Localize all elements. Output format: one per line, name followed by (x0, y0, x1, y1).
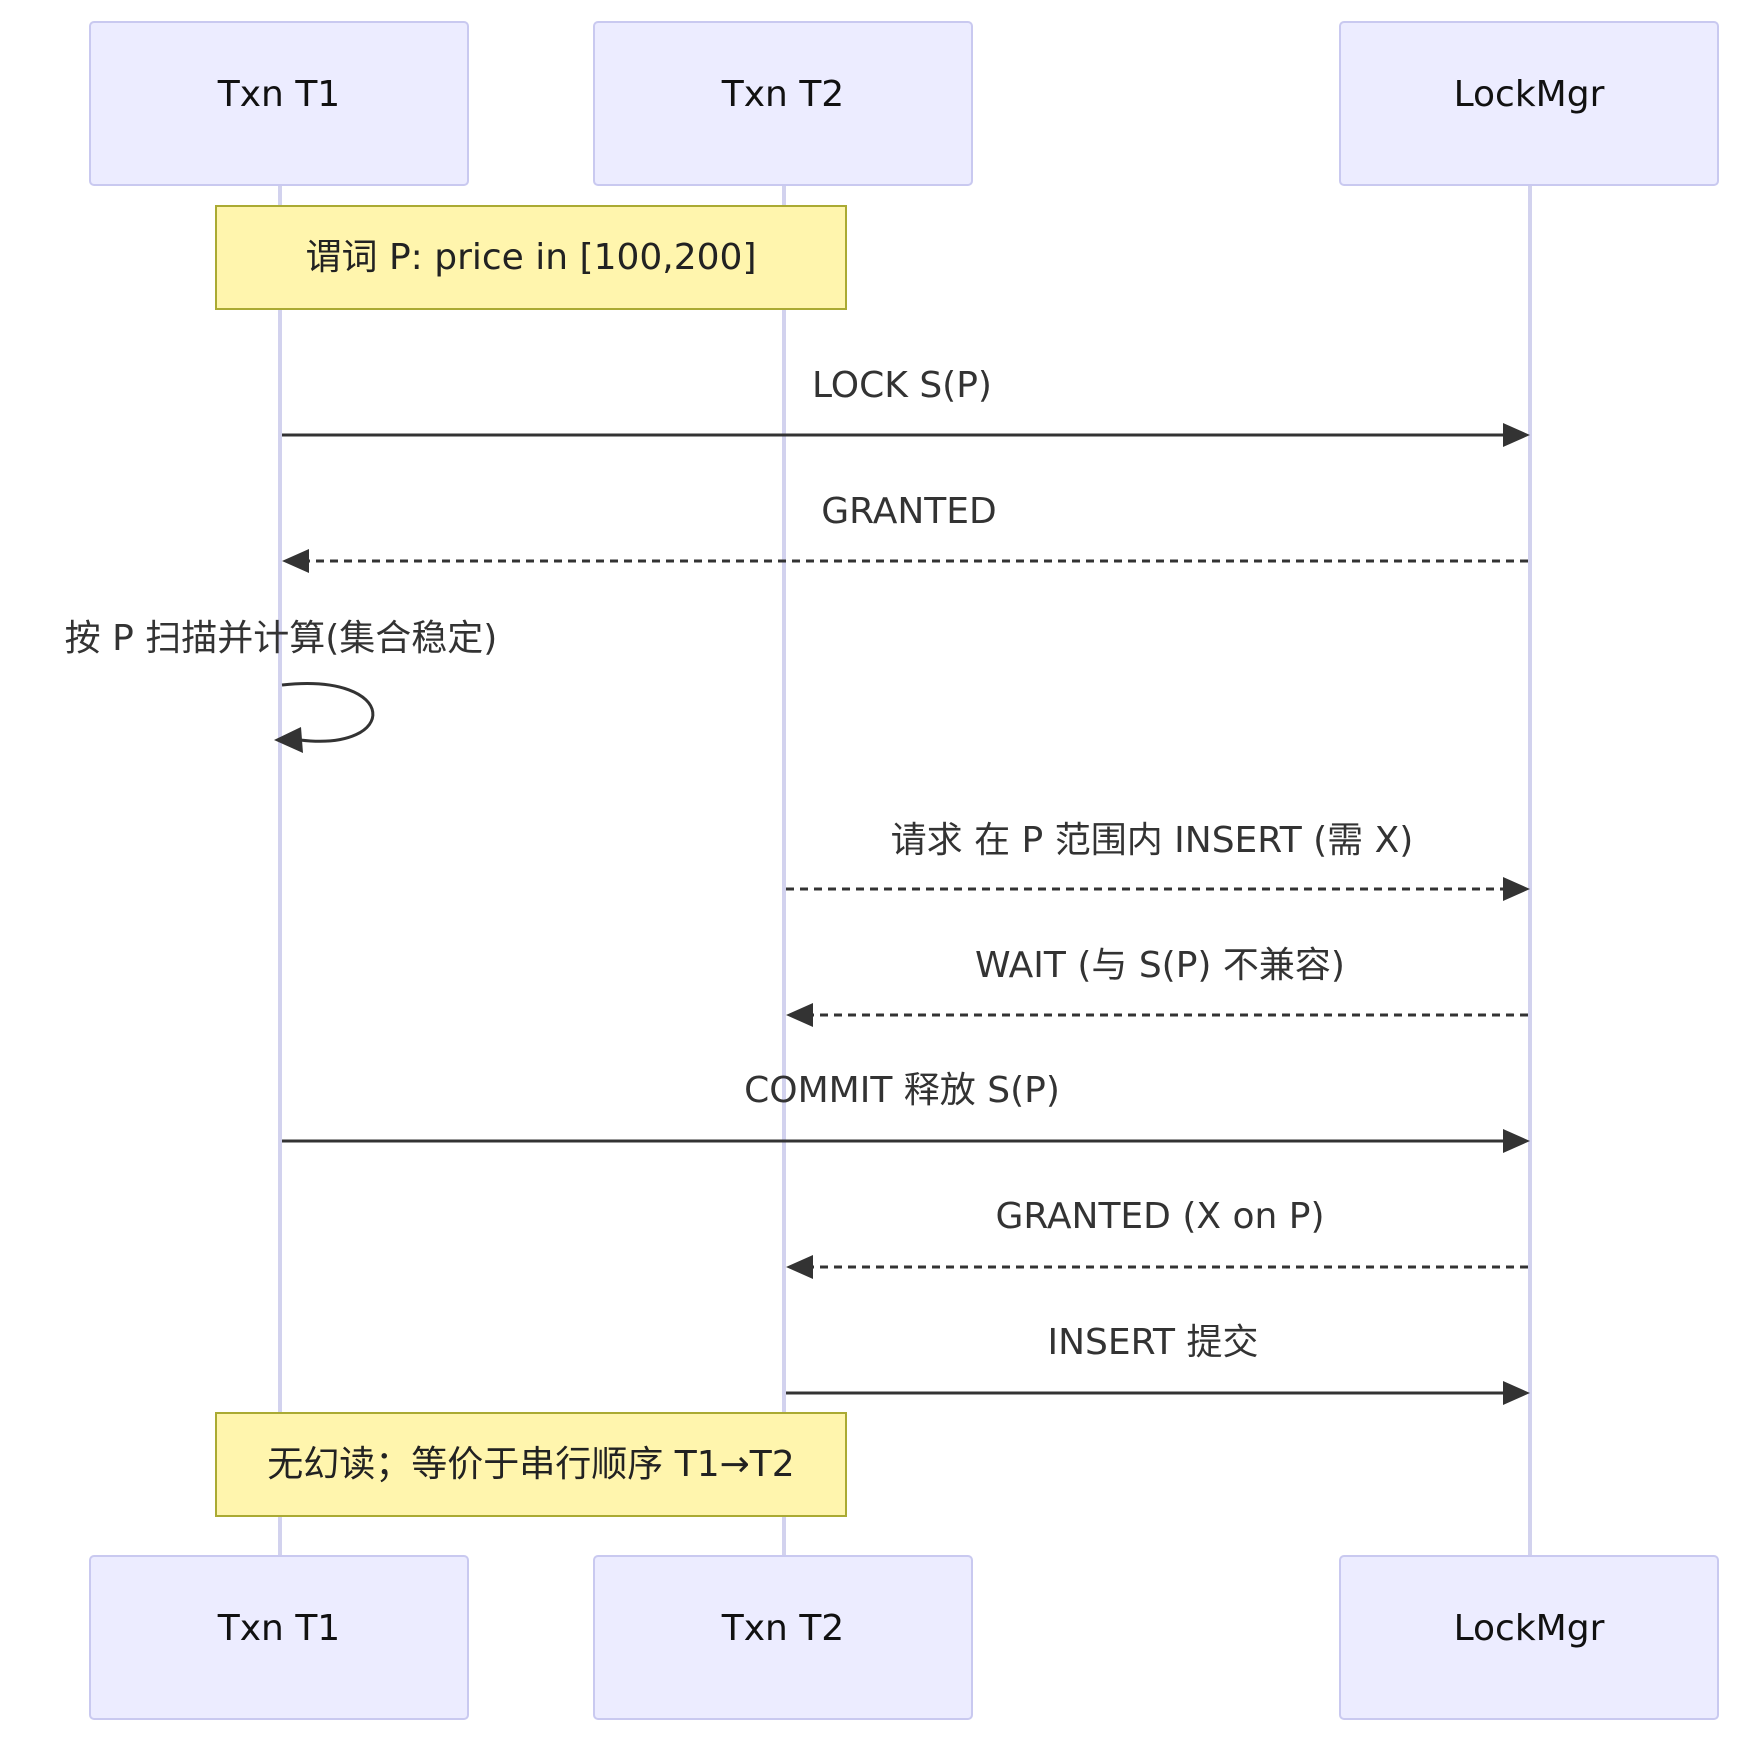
message-commit-release-label: COMMIT 释放 S(P) (744, 1070, 1060, 1111)
message-insert-request-label: 请求 在 P 范围内 INSERT (需 X) (891, 820, 1414, 861)
arrowhead-icon (1503, 1129, 1530, 1153)
message-insert-commit: INSERT 提交 (786, 1322, 1530, 1405)
message-granted: GRANTED (282, 491, 1528, 573)
actor-t1-bottom-label: Txn T1 (217, 1608, 340, 1649)
message-insert-request: 请求 在 P 范围内 INSERT (需 X) (786, 820, 1530, 901)
note-conclusion-text: 无幻读；等价于串行顺序 T1→T2 (267, 1444, 794, 1485)
message-wait-label: WAIT (与 S(P) 不兼容) (975, 945, 1345, 986)
message-commit-release: COMMIT 释放 S(P) (282, 1070, 1530, 1153)
actor-t1-bottom: Txn T1 (89, 1555, 469, 1720)
arrowhead-icon (282, 549, 309, 573)
actor-t2-top: Txn T2 (593, 21, 973, 186)
actor-t1-top: Txn T1 (89, 21, 469, 186)
actor-t2-top-label: Txn T2 (721, 74, 844, 115)
message-lock-sp-label: LOCK S(P) (812, 365, 992, 406)
arrowhead-icon (1503, 1381, 1530, 1405)
actor-lockmgr-top: LockMgr (1339, 21, 1719, 186)
message-granted-x: GRANTED (X on P) (786, 1196, 1528, 1279)
actor-t2-bottom: Txn T2 (593, 1555, 973, 1720)
actor-t2-bottom-label: Txn T2 (721, 1608, 844, 1649)
actor-lockmgr-top-label: LockMgr (1454, 74, 1605, 115)
message-scan-self-label: 按 P 扫描并计算(集合稳定) (65, 618, 498, 659)
message-insert-commit-label: INSERT 提交 (1048, 1322, 1259, 1363)
note-predicate-text: 谓词 P: price in [100,200] (306, 237, 757, 278)
message-wait: WAIT (与 S(P) 不兼容) (786, 945, 1528, 1027)
actor-lockmgr-bottom-label: LockMgr (1454, 1608, 1605, 1649)
actor-t1-top-label: Txn T1 (217, 74, 340, 115)
note-conclusion: 无幻读；等价于串行顺序 T1→T2 (215, 1412, 847, 1517)
arrowhead-icon (786, 1003, 813, 1027)
message-lock-sp: LOCK S(P) (282, 365, 1530, 447)
arrowhead-icon (1503, 877, 1530, 901)
arrowhead-icon (274, 727, 303, 753)
actor-lockmgr-bottom: LockMgr (1339, 1555, 1719, 1720)
arrowhead-icon (786, 1255, 813, 1279)
message-scan-self: 按 P 扫描并计算(集合稳定) (65, 618, 498, 753)
note-predicate: 谓词 P: price in [100,200] (215, 205, 847, 310)
message-granted-x-label: GRANTED (X on P) (995, 1196, 1324, 1237)
arrowhead-icon (1503, 423, 1530, 447)
message-granted-label: GRANTED (821, 491, 996, 532)
